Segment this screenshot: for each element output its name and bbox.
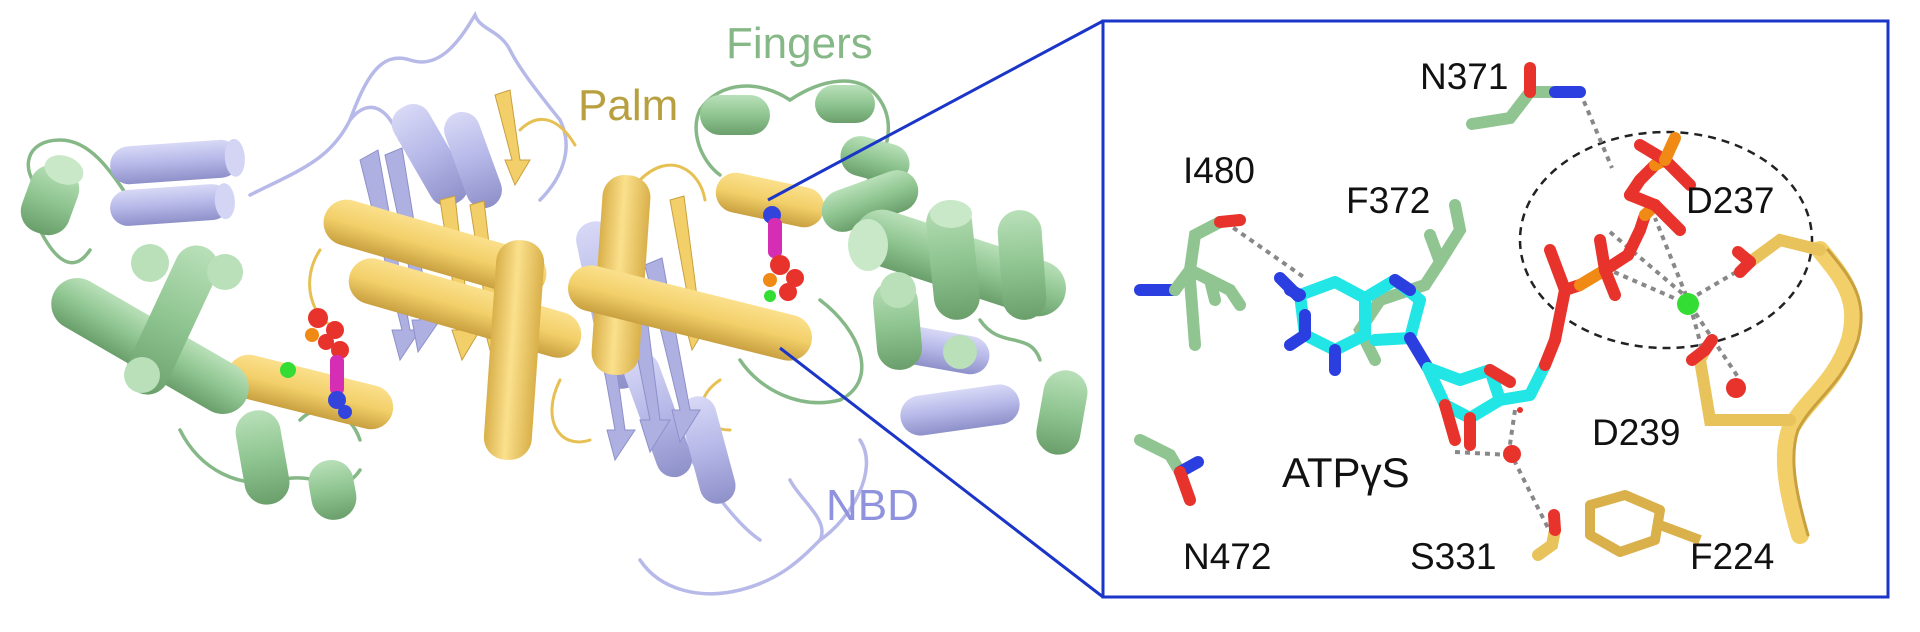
overview-ligand-right xyxy=(763,206,804,302)
residue-label-n371: N371 xyxy=(1420,56,1509,97)
n472-sidechain xyxy=(1134,434,1204,506)
nbd-label: NBD xyxy=(826,481,919,530)
d239-sidechain xyxy=(1686,334,1796,426)
water-molecule xyxy=(1726,378,1746,398)
water-molecule xyxy=(1503,445,1521,463)
magnesium-ion xyxy=(1677,293,1699,315)
atp-gamma-s-ligand xyxy=(1274,132,1696,451)
residue-label-d237: D237 xyxy=(1686,180,1775,221)
fingers-helices xyxy=(20,85,1088,520)
n371-sidechain xyxy=(1466,62,1586,130)
inset-frame xyxy=(1101,19,1890,599)
i480-sidechain xyxy=(1134,214,1246,351)
palm-helices xyxy=(226,172,825,460)
residue-label-f372: F372 xyxy=(1346,180,1431,221)
s331-sidechain xyxy=(1532,509,1561,561)
metal-site-circle xyxy=(1518,130,1814,350)
residue-label-s331: S331 xyxy=(1410,536,1497,577)
binding-site-inset xyxy=(1101,19,1890,599)
residue-label-i480: I480 xyxy=(1183,150,1256,191)
f224-sidechain xyxy=(1585,490,1702,557)
overview-ligand-left xyxy=(280,308,352,419)
fingers-label: Fingers xyxy=(726,19,873,68)
d237-sidechain xyxy=(1732,233,1826,278)
overall-structure xyxy=(20,10,1104,599)
residue-label-f224: F224 xyxy=(1690,536,1775,577)
water-molecule xyxy=(1517,407,1523,413)
zoom-connector xyxy=(767,19,1104,599)
ligand-label: ATPγS xyxy=(1282,449,1410,496)
palm-label: Palm xyxy=(578,81,679,130)
f224-loop-ribbon xyxy=(1776,241,1863,544)
residue-label-n472: N472 xyxy=(1183,536,1272,577)
residue-label-d239: D239 xyxy=(1592,412,1681,453)
